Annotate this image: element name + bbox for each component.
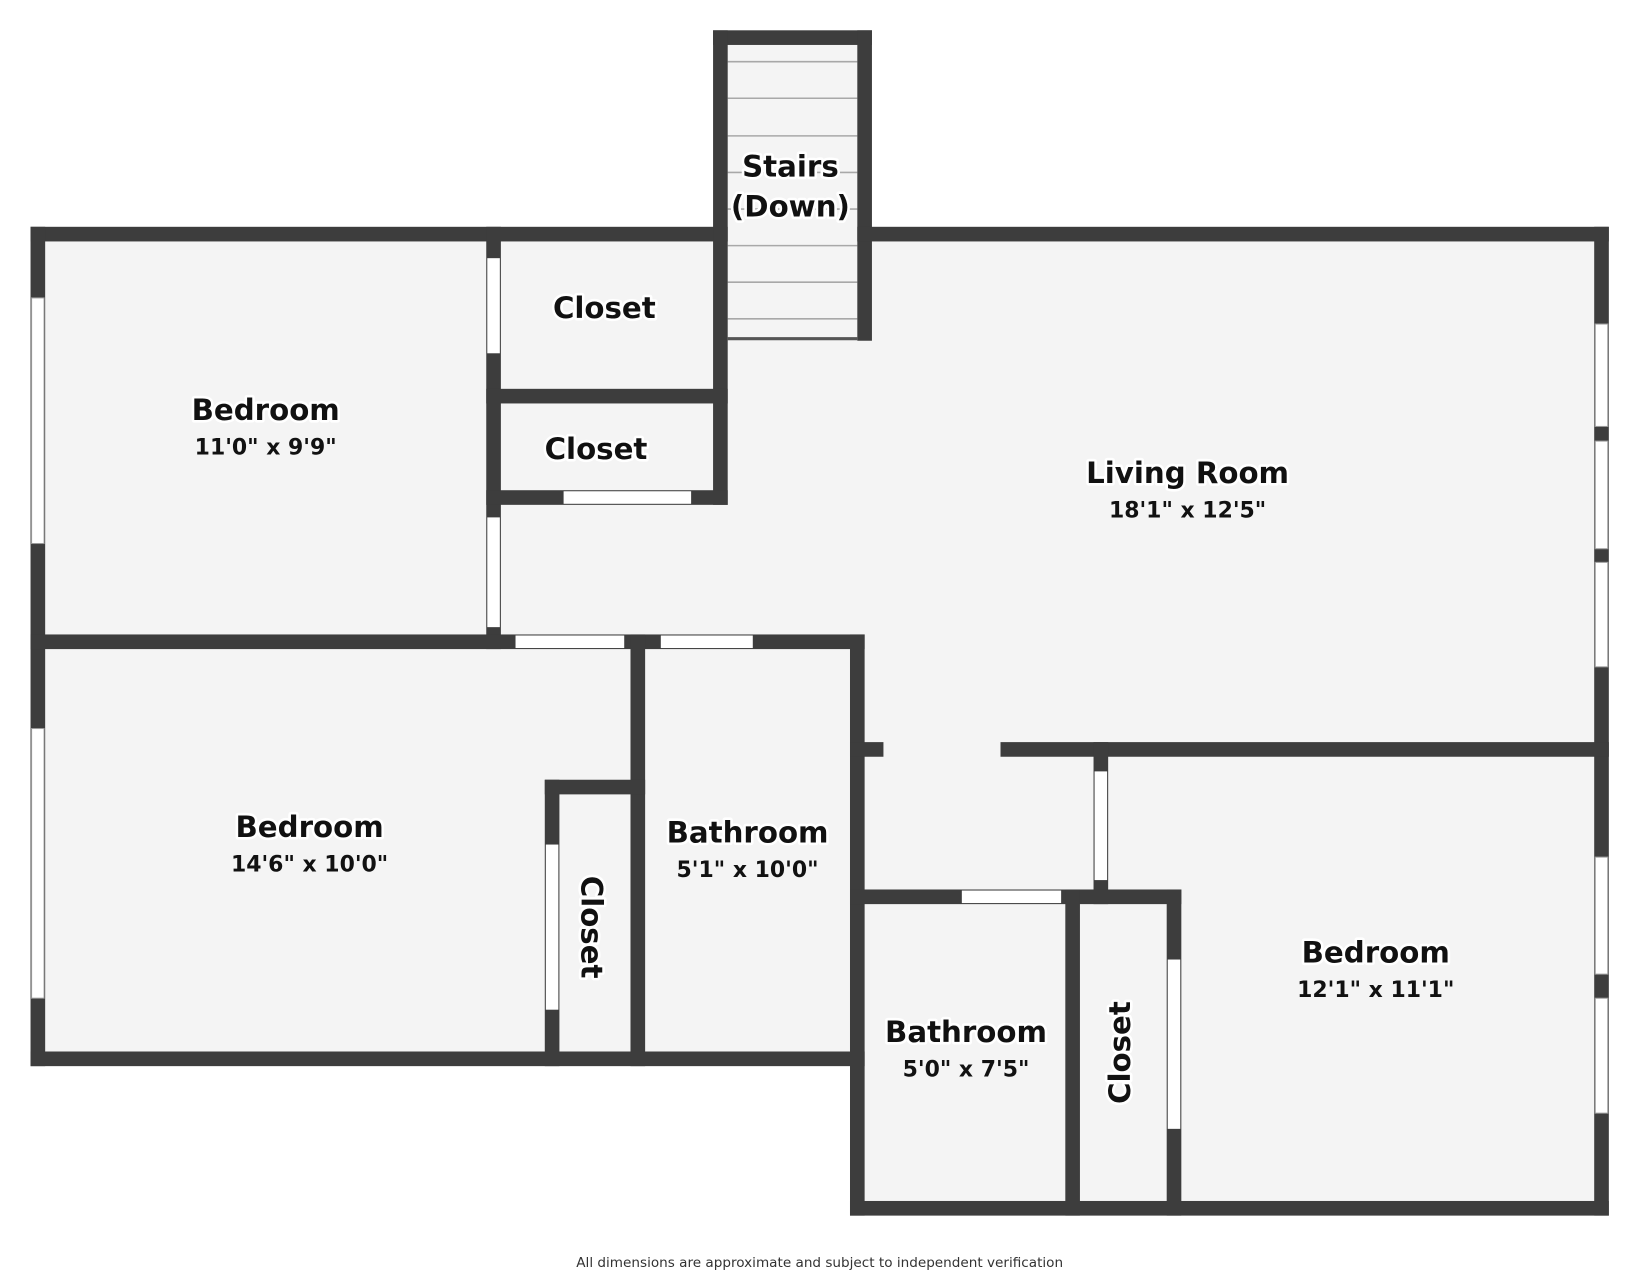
living-room-label: Living Room [1086,456,1289,490]
bathroom-2-label: Bathroom [885,1015,1047,1049]
bedroom-right-dims: 12'1" x 11'1" [1297,978,1454,1003]
bedroom-bottom-left-label: Bedroom [236,810,384,844]
door-openings [487,258,1181,1129]
closet-middle-label: Closet [545,432,648,466]
bathroom-1-label: Bathroom [667,815,829,849]
bedroom-right-label: Bedroom [1302,936,1450,970]
stairs-direction-label: (Down) [731,189,850,223]
bathroom-1-dims: 5'1" x 10'0" [677,858,819,883]
bedroom-bottom-left-dims: 14'6" x 10'0" [231,853,388,878]
stair-treads [727,60,858,341]
disclaimer-footer: All dimensions are approximate and subje… [576,1255,1063,1271]
stairs-label: Stairs [742,150,839,184]
closet-vertical-left-label: Closet [574,876,608,979]
bathroom-2-dims: 5'0" x 7'5" [903,1058,1030,1083]
closet-top-label: Closet [553,291,656,325]
living-room-dims: 18'1" x 12'5" [1109,498,1266,523]
bedroom-top-left-label: Bedroom [192,393,340,427]
bedroom-top-left-dims: 11'0" x 9'9" [195,436,337,461]
closet-vertical-right-label: Closet [1103,1001,1137,1104]
windows [31,297,1609,1114]
